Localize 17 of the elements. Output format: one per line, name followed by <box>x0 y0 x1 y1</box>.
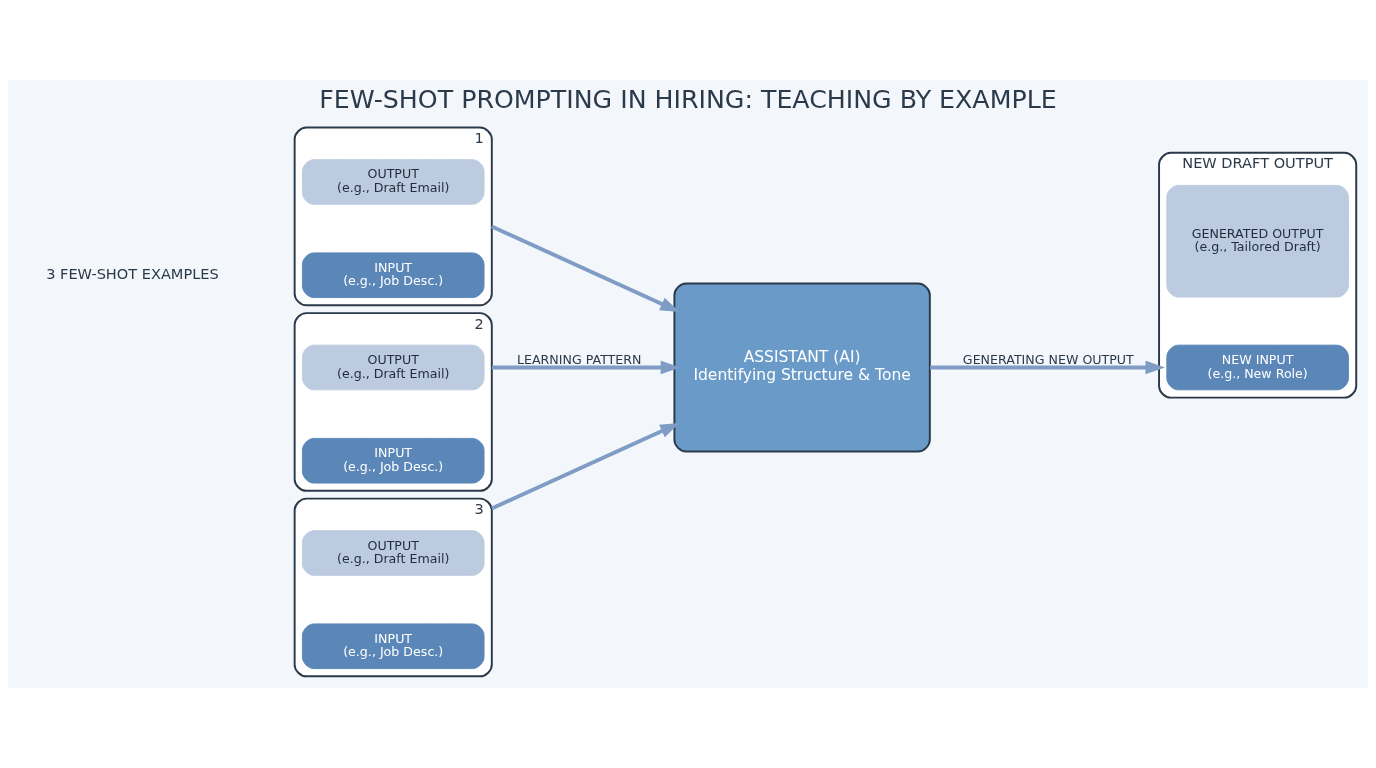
node-box: INPUT (e.g., Job Desc.) <box>301 437 485 484</box>
arrow <box>491 360 681 375</box>
node-box: INPUT (e.g., Job Desc.) <box>301 623 485 670</box>
node-box: OUTPUT (e.g., Draft Email) <box>301 159 485 205</box>
node-box: ASSISTANT (AI) Identifying Structure & Tone <box>673 282 931 453</box>
edge-label: LEARNING PATTERN <box>516 351 642 367</box>
node-box: INPUT (e.g., Job Desc.) <box>301 252 485 299</box>
node-box: OUTPUT (e.g., Draft Email) <box>301 530 485 576</box>
arrow <box>491 224 680 313</box>
node-box: NEW INPUT (e.g., New Role) <box>1166 344 1349 391</box>
edge-label: GENERATING NEW OUTPUT <box>962 351 1134 367</box>
arrow <box>930 360 1165 375</box>
node-box: GENERATED OUTPUT (e.g., Tailored Draft) <box>1166 184 1349 298</box>
diagram-title: FEW-SHOT PROMPTING IN HIRING: TEACHING BY EXAMPLE <box>319 84 1057 114</box>
label: 3 FEW-SHOT EXAMPLES <box>46 264 219 282</box>
node-box: OUTPUT (e.g., Draft Email) <box>301 344 485 391</box>
arrow <box>491 422 680 511</box>
